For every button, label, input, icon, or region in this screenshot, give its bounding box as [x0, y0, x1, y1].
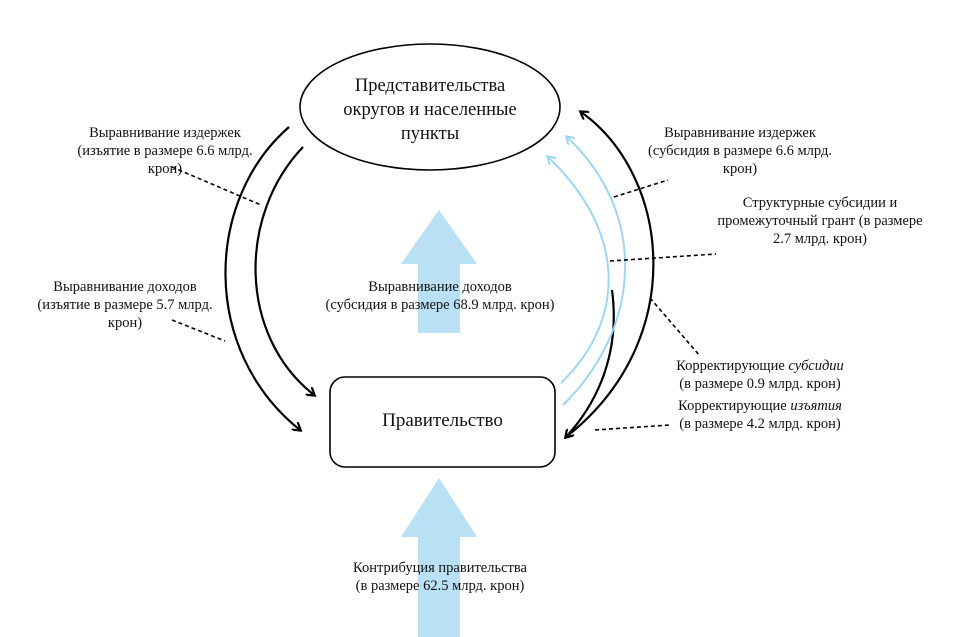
right-adjusting-withdrawals-label: Корректирующие изъятия (в размере 4.2 мл… [678, 398, 842, 432]
government-title: Правительство [382, 410, 503, 431]
leader-left-cost [171, 166, 262, 206]
leader-left-income [171, 319, 226, 342]
right-blue-inner-arrow [548, 157, 610, 384]
government-node [329, 376, 556, 468]
left-inner-black-arrow [254, 146, 314, 395]
left-outer-black-arrow [224, 126, 300, 430]
leader-right-structural [609, 253, 717, 262]
leader-right-adjusting-withdrawals [594, 424, 671, 431]
center-income-equalization-label: Выравнивание доходов (субсидия в размере… [325, 279, 555, 313]
right-black-up-arrow [565, 112, 655, 438]
gov-contribution-arrow [401, 478, 477, 637]
leader-right-cost [613, 179, 669, 198]
municipalities-title: Представительства округов и населенные п… [343, 76, 517, 144]
gov-contribution-label: Контрибуция правительства (в размере 62.… [353, 560, 527, 594]
left-income-equalization-label: Выравнивание доходов (изъятие в размере … [37, 279, 213, 331]
municipalities-node [299, 43, 561, 171]
right-blue-outer-arrow [562, 137, 627, 406]
right-black-down-arrow [566, 289, 615, 437]
left-cost-equalization-label: Выравнивание издержек (изъятие в размере… [77, 125, 253, 177]
right-structural-subsidies-label: Структурные субсидии и промежуточный гра… [717, 195, 923, 247]
right-adjusting-subsidies-label: Корректирующие субсидии (в размере 0.9 м… [676, 358, 844, 392]
leader-right-adjusting-subsidies [649, 297, 701, 357]
income-equalization-subsidy-arrow [401, 210, 477, 333]
right-cost-equalization-label: Выравнивание издержек (субсидия в размер… [648, 125, 832, 177]
